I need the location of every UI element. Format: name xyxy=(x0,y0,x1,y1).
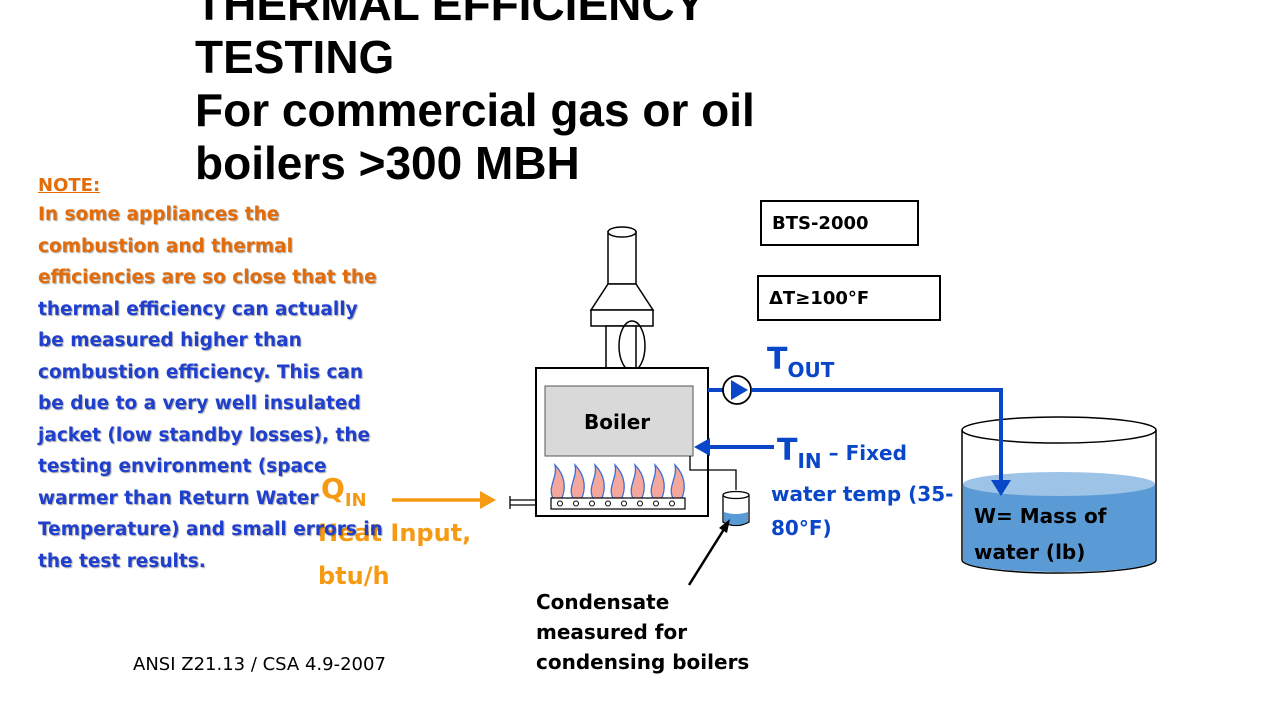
condensate-line-2: measured for xyxy=(536,620,688,644)
boiler-heat-exchanger xyxy=(544,385,694,457)
note-line: combustion and thermal xyxy=(38,235,294,257)
burner-bar xyxy=(550,497,686,510)
bts-2000-label: BTS-2000 xyxy=(772,212,869,234)
q-in-main: Q xyxy=(321,472,345,505)
title-line-2: TESTING xyxy=(195,31,395,83)
exhaust-stack xyxy=(589,226,655,372)
note-line: Temperature) and small errors in xyxy=(38,519,383,540)
note-line: testing environment (space xyxy=(38,456,327,477)
q-in-label: QIN xyxy=(321,472,367,511)
pump-icon xyxy=(722,375,752,405)
tank-label-line-1: W= Mass of xyxy=(974,504,1107,528)
t-out-label: TOUT xyxy=(767,342,834,382)
note-line: thermal efficiency can actually xyxy=(38,298,358,320)
note-line: jacket (low standby losses), the xyxy=(38,424,371,446)
condensate-line-3: condensing boilers xyxy=(536,650,750,674)
note-line: efficiencies are so close that the xyxy=(38,267,377,288)
note-line: combustion efficiency. This can xyxy=(38,361,364,383)
t-in-line-2: water temp (35- xyxy=(771,482,954,506)
bts-2000-box: BTS-2000 xyxy=(760,200,919,246)
t-out-sub: OUT xyxy=(787,358,835,382)
condensate-drain-line xyxy=(689,456,737,490)
note-line: the test results. xyxy=(38,550,206,572)
delta-t-box: ΔT≥100°F xyxy=(757,275,941,321)
condensate-line-1: Condensate xyxy=(536,590,670,614)
standard-reference: ANSI Z21.13 / CSA 4.9-2007 xyxy=(133,654,386,675)
burner-ports xyxy=(557,500,675,507)
note-line: In some appliances the xyxy=(38,204,280,225)
heat-input-arrowhead xyxy=(480,491,496,509)
note-line: be due to a very well insulated xyxy=(38,393,361,414)
condensate-arrowhead xyxy=(719,519,730,533)
title-line-4: boilers >300 MBH xyxy=(195,137,580,189)
heat-input-line-3: btu/h xyxy=(318,562,390,590)
outlet-arrowhead xyxy=(991,480,1011,496)
condensate-cup xyxy=(722,490,750,527)
delta-t-label: ΔT≥100°F xyxy=(769,287,870,309)
note-heading: NOTE: xyxy=(38,175,101,196)
title-line-3: For commercial gas or oil xyxy=(195,84,755,136)
gas-inlet-pipe xyxy=(509,496,536,509)
heat-input-line-2: Heat Input, xyxy=(318,519,472,547)
t-out-main: T xyxy=(767,342,788,377)
t-in-label: TIN – Fixed xyxy=(777,433,907,473)
boiler-label: Boiler xyxy=(584,410,651,434)
water-tank xyxy=(961,416,1157,574)
t-in-main: T xyxy=(777,433,798,468)
tank-label-line-2: water (lb) xyxy=(974,540,1086,564)
condensate-pointer-arrow xyxy=(687,525,728,586)
note-line: be measured higher than xyxy=(38,330,302,351)
q-in-sub: IN xyxy=(344,490,367,511)
t-in-line-3: 80°F) xyxy=(771,516,832,540)
t-in-rest: – Fixed xyxy=(821,441,907,465)
note-line: warmer than Return Water xyxy=(38,487,319,509)
t-in-sub: IN xyxy=(797,449,822,473)
note-block: NOTE: In some appliances the combustion … xyxy=(38,173,408,577)
inlet-arrowhead xyxy=(694,438,710,456)
title-line-1: THERMAL EFFICIENCY xyxy=(195,0,706,30)
slide-title: THERMAL EFFICIENCY TESTING For commercia… xyxy=(195,0,915,190)
burner-flames xyxy=(550,462,685,501)
